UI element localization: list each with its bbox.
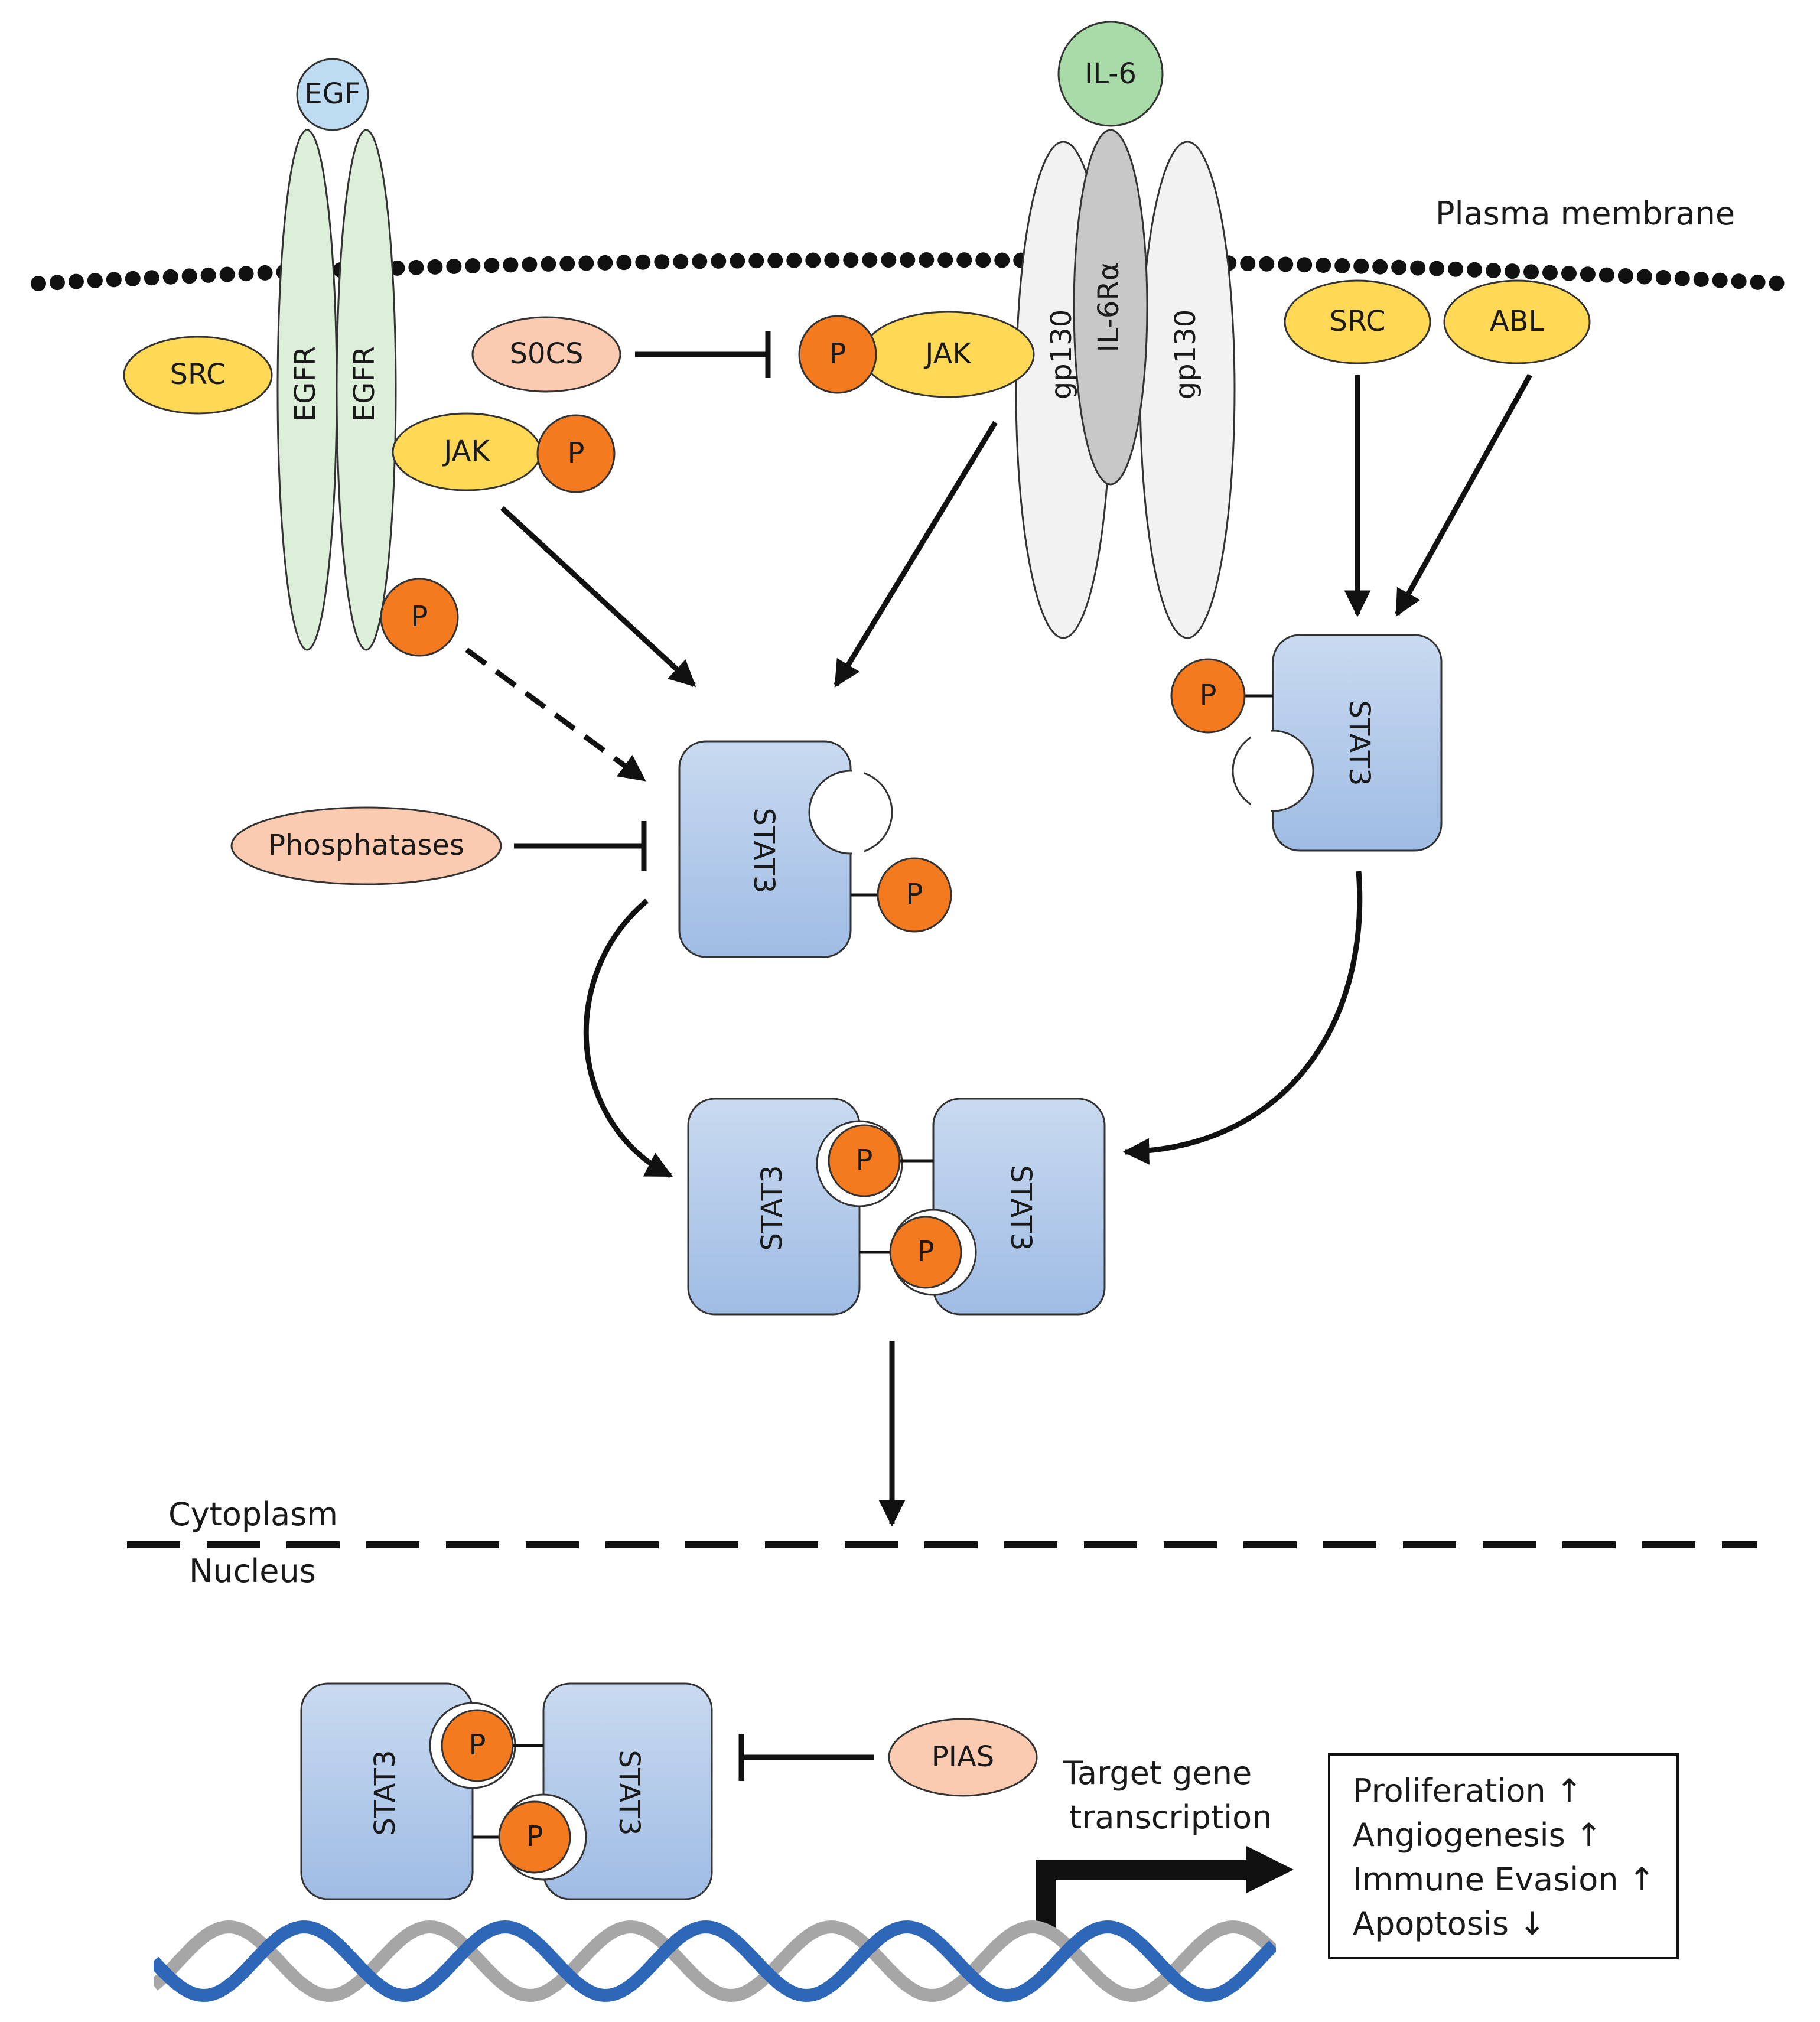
pias-inhibitor	[888, 1718, 1038, 1797]
dna-double-helix	[154, 1920, 1276, 2003]
il6r-alpha-label: IL-6Rα	[1092, 262, 1125, 353]
stat3-label: STAT3	[1343, 700, 1376, 786]
phosphatases-inhibitor	[230, 806, 502, 885]
egfr-receptor: EGFR EGFR EGF	[276, 58, 397, 651]
dimer-phospho-bottom	[889, 1216, 962, 1289]
plasma-membrane-label: Plasma membrane	[1435, 195, 1735, 232]
phospho-label: P	[829, 337, 846, 370]
gp130-left-label: gp130	[1045, 310, 1078, 400]
abl-kinase	[1443, 279, 1591, 364]
phospho-label: P	[411, 600, 428, 633]
il6-label: IL-6	[1085, 57, 1137, 90]
abl-to-stat3-arrow	[1395, 373, 1532, 617]
egfr-right-label: EGFR	[348, 346, 381, 422]
transcription-label-line1: Target gene	[1063, 1754, 1252, 1792]
nuclear-phospho-bottom	[498, 1800, 571, 1874]
stat3-monomer-right: STAT3 P	[1170, 634, 1443, 852]
jak-egfr-label: JAK	[442, 435, 490, 468]
egf-label: EGF	[304, 77, 360, 110]
socs-label: S0CS	[510, 337, 584, 370]
egfr-phospho	[380, 578, 459, 657]
outcome-apoptosis: Apoptosis ↓	[1353, 1905, 1545, 1942]
jak-gp130-phospho	[798, 315, 877, 394]
outcome-angiogenesis: Angiogenesis ↑	[1353, 1816, 1602, 1854]
outcomes-box: Proliferation ↑ Angiogenesis ↑ Immune Ev…	[1328, 1753, 1679, 1959]
stat3-label: STAT3	[613, 1750, 646, 1835]
stat3-label: STAT3	[756, 1165, 789, 1251]
stat3-dimer-cytoplasm: STAT3 STAT3 P P	[687, 1098, 1106, 1316]
cytoplasm-label: Cytoplasm	[168, 1496, 338, 1533]
phospho-label: P	[568, 437, 585, 470]
nucleus-label: Nucleus	[189, 1552, 316, 1590]
stat3-left-to-dimer-arrow	[583, 898, 673, 1178]
dimer-phospho-top	[828, 1124, 901, 1197]
jak-egfr-phospho	[536, 414, 616, 493]
il6r-alpha-subunit	[1073, 129, 1148, 486]
phospho-label: P	[856, 1144, 873, 1177]
src-egfr-label: SRC	[170, 358, 226, 391]
jak-gp130-to-stat3-arrow	[834, 421, 998, 688]
pias-label: PIAS	[932, 1740, 994, 1773]
src-egfr-kinase	[123, 336, 273, 415]
phosphatases-label: Phosphatases	[268, 829, 464, 862]
transcription-start-arrow	[1036, 1846, 1294, 1932]
stat3-label: STAT3	[747, 808, 780, 893]
stat3-right-phospho	[1170, 658, 1246, 734]
gp130-right-label: gp130	[1169, 310, 1202, 400]
phospho-label: P	[469, 1728, 486, 1761]
egf-ligand	[296, 58, 369, 131]
stat3-dimer-nucleus: STAT3 STAT3 P P	[300, 1682, 713, 1900]
transcription-label-line2: transcription	[1069, 1799, 1272, 1836]
stat3-left-phospho	[877, 857, 952, 933]
stat3-monomer-left: STAT3 P	[678, 740, 952, 958]
phospho-label: P	[1200, 679, 1217, 712]
egfr-left-label: EGFR	[289, 346, 322, 422]
jak-egfr-to-stat3-arrow	[500, 506, 696, 688]
abl-label: ABL	[1490, 305, 1545, 338]
phospho-label: P	[917, 1235, 935, 1268]
pias-inhibition	[738, 1734, 874, 1781]
outcome-immune-evasion: Immune Evasion ↑	[1353, 1861, 1655, 1898]
egfr-p-to-stat3-dashed-arrow	[465, 647, 646, 782]
phospho-label: P	[526, 1820, 543, 1853]
socs-inhibitor	[471, 316, 621, 393]
phospho-label: P	[906, 878, 923, 911]
socs-inhibition	[635, 331, 771, 378]
src-right-label: SRC	[1330, 305, 1386, 338]
il6-receptor-complex: gp130 IL-6Rα gp130 IL-6	[1015, 21, 1236, 639]
il6-ligand	[1057, 21, 1164, 127]
phosphatases-inhibition	[514, 821, 647, 871]
stat3-label: STAT3	[369, 1750, 402, 1835]
outcome-proliferation: Proliferation ↑	[1353, 1772, 1583, 1809]
jak-gp130-label: JAK	[923, 337, 972, 370]
egfr-right-subunit	[336, 129, 397, 651]
src-right-kinase	[1284, 279, 1431, 364]
stat3-right-to-dimer-arrow	[1122, 871, 1363, 1165]
stat3-label: STAT3	[1004, 1165, 1037, 1251]
nuclear-phospho-top	[441, 1709, 514, 1782]
